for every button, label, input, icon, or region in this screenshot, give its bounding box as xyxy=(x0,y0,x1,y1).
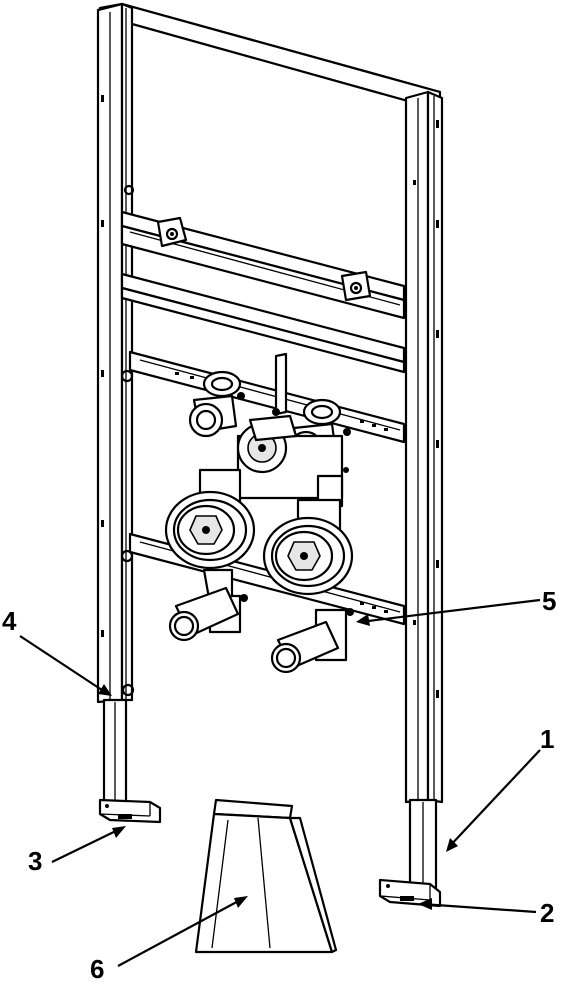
right-upright xyxy=(404,90,444,898)
upper-left-elbow xyxy=(188,370,245,438)
leader-line-2 xyxy=(421,902,537,914)
valve-housing xyxy=(236,414,351,508)
leader-line-3 xyxy=(51,827,123,863)
left-outlet-pipe xyxy=(168,586,248,642)
clamp-left xyxy=(156,216,188,248)
middle-crossbar xyxy=(120,272,406,374)
callout-3: 3 xyxy=(28,846,42,876)
right-outlet-pipe xyxy=(270,620,340,674)
left-foot xyxy=(98,798,162,824)
lever xyxy=(272,352,288,416)
leader-line-4 xyxy=(19,635,109,695)
left-upright xyxy=(96,2,135,814)
clamp-right xyxy=(340,270,372,302)
callout-1: 1 xyxy=(540,724,554,754)
callout-labels: 1 2 3 4 5 6 xyxy=(2,586,556,984)
top-rail xyxy=(98,2,442,112)
left-drain-body xyxy=(164,468,256,634)
leader-lines xyxy=(19,598,541,967)
callout-4: 4 xyxy=(2,606,17,636)
right-drain-body xyxy=(262,498,354,662)
callout-6: 6 xyxy=(90,954,104,984)
leader-line-6 xyxy=(117,897,245,967)
callout-5: 5 xyxy=(542,586,556,616)
leader-line-5 xyxy=(359,598,541,624)
leader-line-1 xyxy=(447,749,541,849)
upper-crossbar xyxy=(120,210,406,320)
accessory-bag xyxy=(194,798,338,954)
callout-2: 2 xyxy=(540,898,554,928)
